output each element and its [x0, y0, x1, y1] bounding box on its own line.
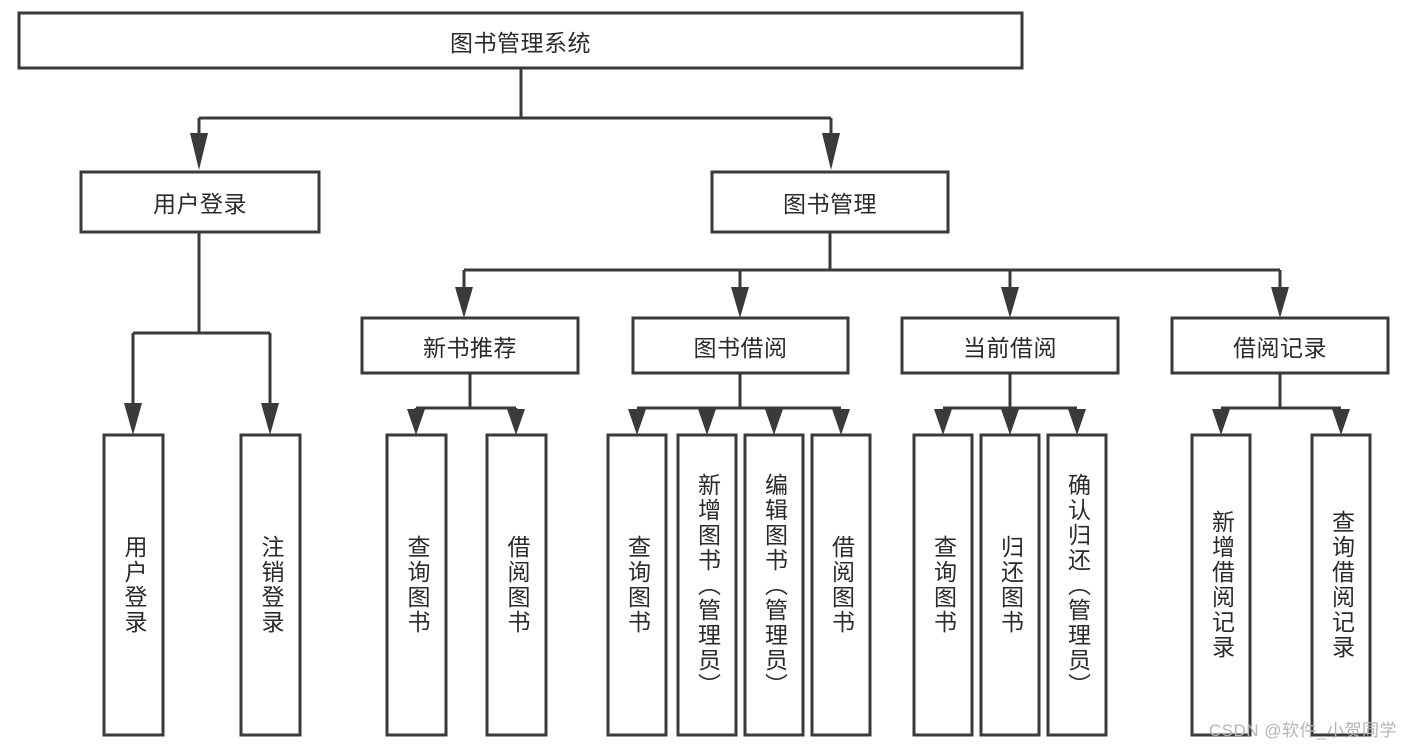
- node-box-leaf-cb-confirm[interactable]: [1046, 433, 1108, 737]
- arrow-head-cb-leaf-3: [1068, 409, 1086, 435]
- arrow-head-new-book: [455, 287, 473, 318]
- arrow-head-user-login: [190, 133, 208, 170]
- node-box-current-borrow[interactable]: [900, 316, 1120, 375]
- node-box-user-login[interactable]: [79, 170, 321, 234]
- arrow-head-borrow-record: [1271, 287, 1289, 318]
- arrow-head-cb-leaf-1: [934, 409, 952, 435]
- node-box-root[interactable]: [17, 11, 1024, 70]
- node-box-leaf-user-login[interactable]: [102, 433, 165, 737]
- arrow-head-br-leaf-2: [1332, 409, 1350, 435]
- node-box-new-book-recommend[interactable]: [360, 316, 580, 375]
- node-box-leaf-cb-return[interactable]: [979, 433, 1041, 737]
- node-box-leaf-nb-borrow[interactable]: [485, 433, 548, 737]
- node-box-borrow-record[interactable]: [1170, 316, 1390, 375]
- node-box-leaf-bb-add[interactable]: [676, 433, 738, 737]
- arrow-head-leaf-user-login: [124, 403, 142, 435]
- arrow-head-book-borrow: [731, 287, 749, 318]
- watermark-text: CSDN @软件_小贺同学: [1208, 721, 1397, 740]
- node-box-leaf-nb-query[interactable]: [385, 433, 448, 737]
- arrow-head-book-manage: [822, 133, 840, 170]
- node-box-leaf-br-query[interactable]: [1310, 433, 1372, 737]
- node-box-leaf-bb-borrow[interactable]: [810, 433, 872, 737]
- arrow-head-bb-leaf-1: [628, 409, 646, 435]
- node-box-leaf-bb-query[interactable]: [606, 433, 668, 737]
- arrow-head-nb-leaf-1: [407, 409, 425, 435]
- node-box-leaf-logout[interactable]: [239, 433, 302, 737]
- arrow-head-cb-leaf-2: [1001, 409, 1019, 435]
- arrow-head-br-leaf-1: [1212, 409, 1230, 435]
- node-box-leaf-br-add[interactable]: [1190, 433, 1252, 737]
- node-box-leaf-cb-query[interactable]: [912, 433, 974, 737]
- arrow-head-nb-leaf-2: [507, 409, 525, 435]
- arrow-head-bb-leaf-4: [832, 409, 850, 435]
- arrow-head-leaf-logout: [261, 403, 279, 435]
- arrow-head-bb-leaf-3: [765, 409, 783, 435]
- arrow-head-current-borrow: [1001, 287, 1019, 318]
- node-box-book-manage[interactable]: [710, 170, 950, 234]
- node-box-book-borrow[interactable]: [631, 316, 850, 375]
- arrow-head-bb-leaf-2: [698, 409, 716, 435]
- node-box-leaf-bb-edit[interactable]: [743, 433, 805, 737]
